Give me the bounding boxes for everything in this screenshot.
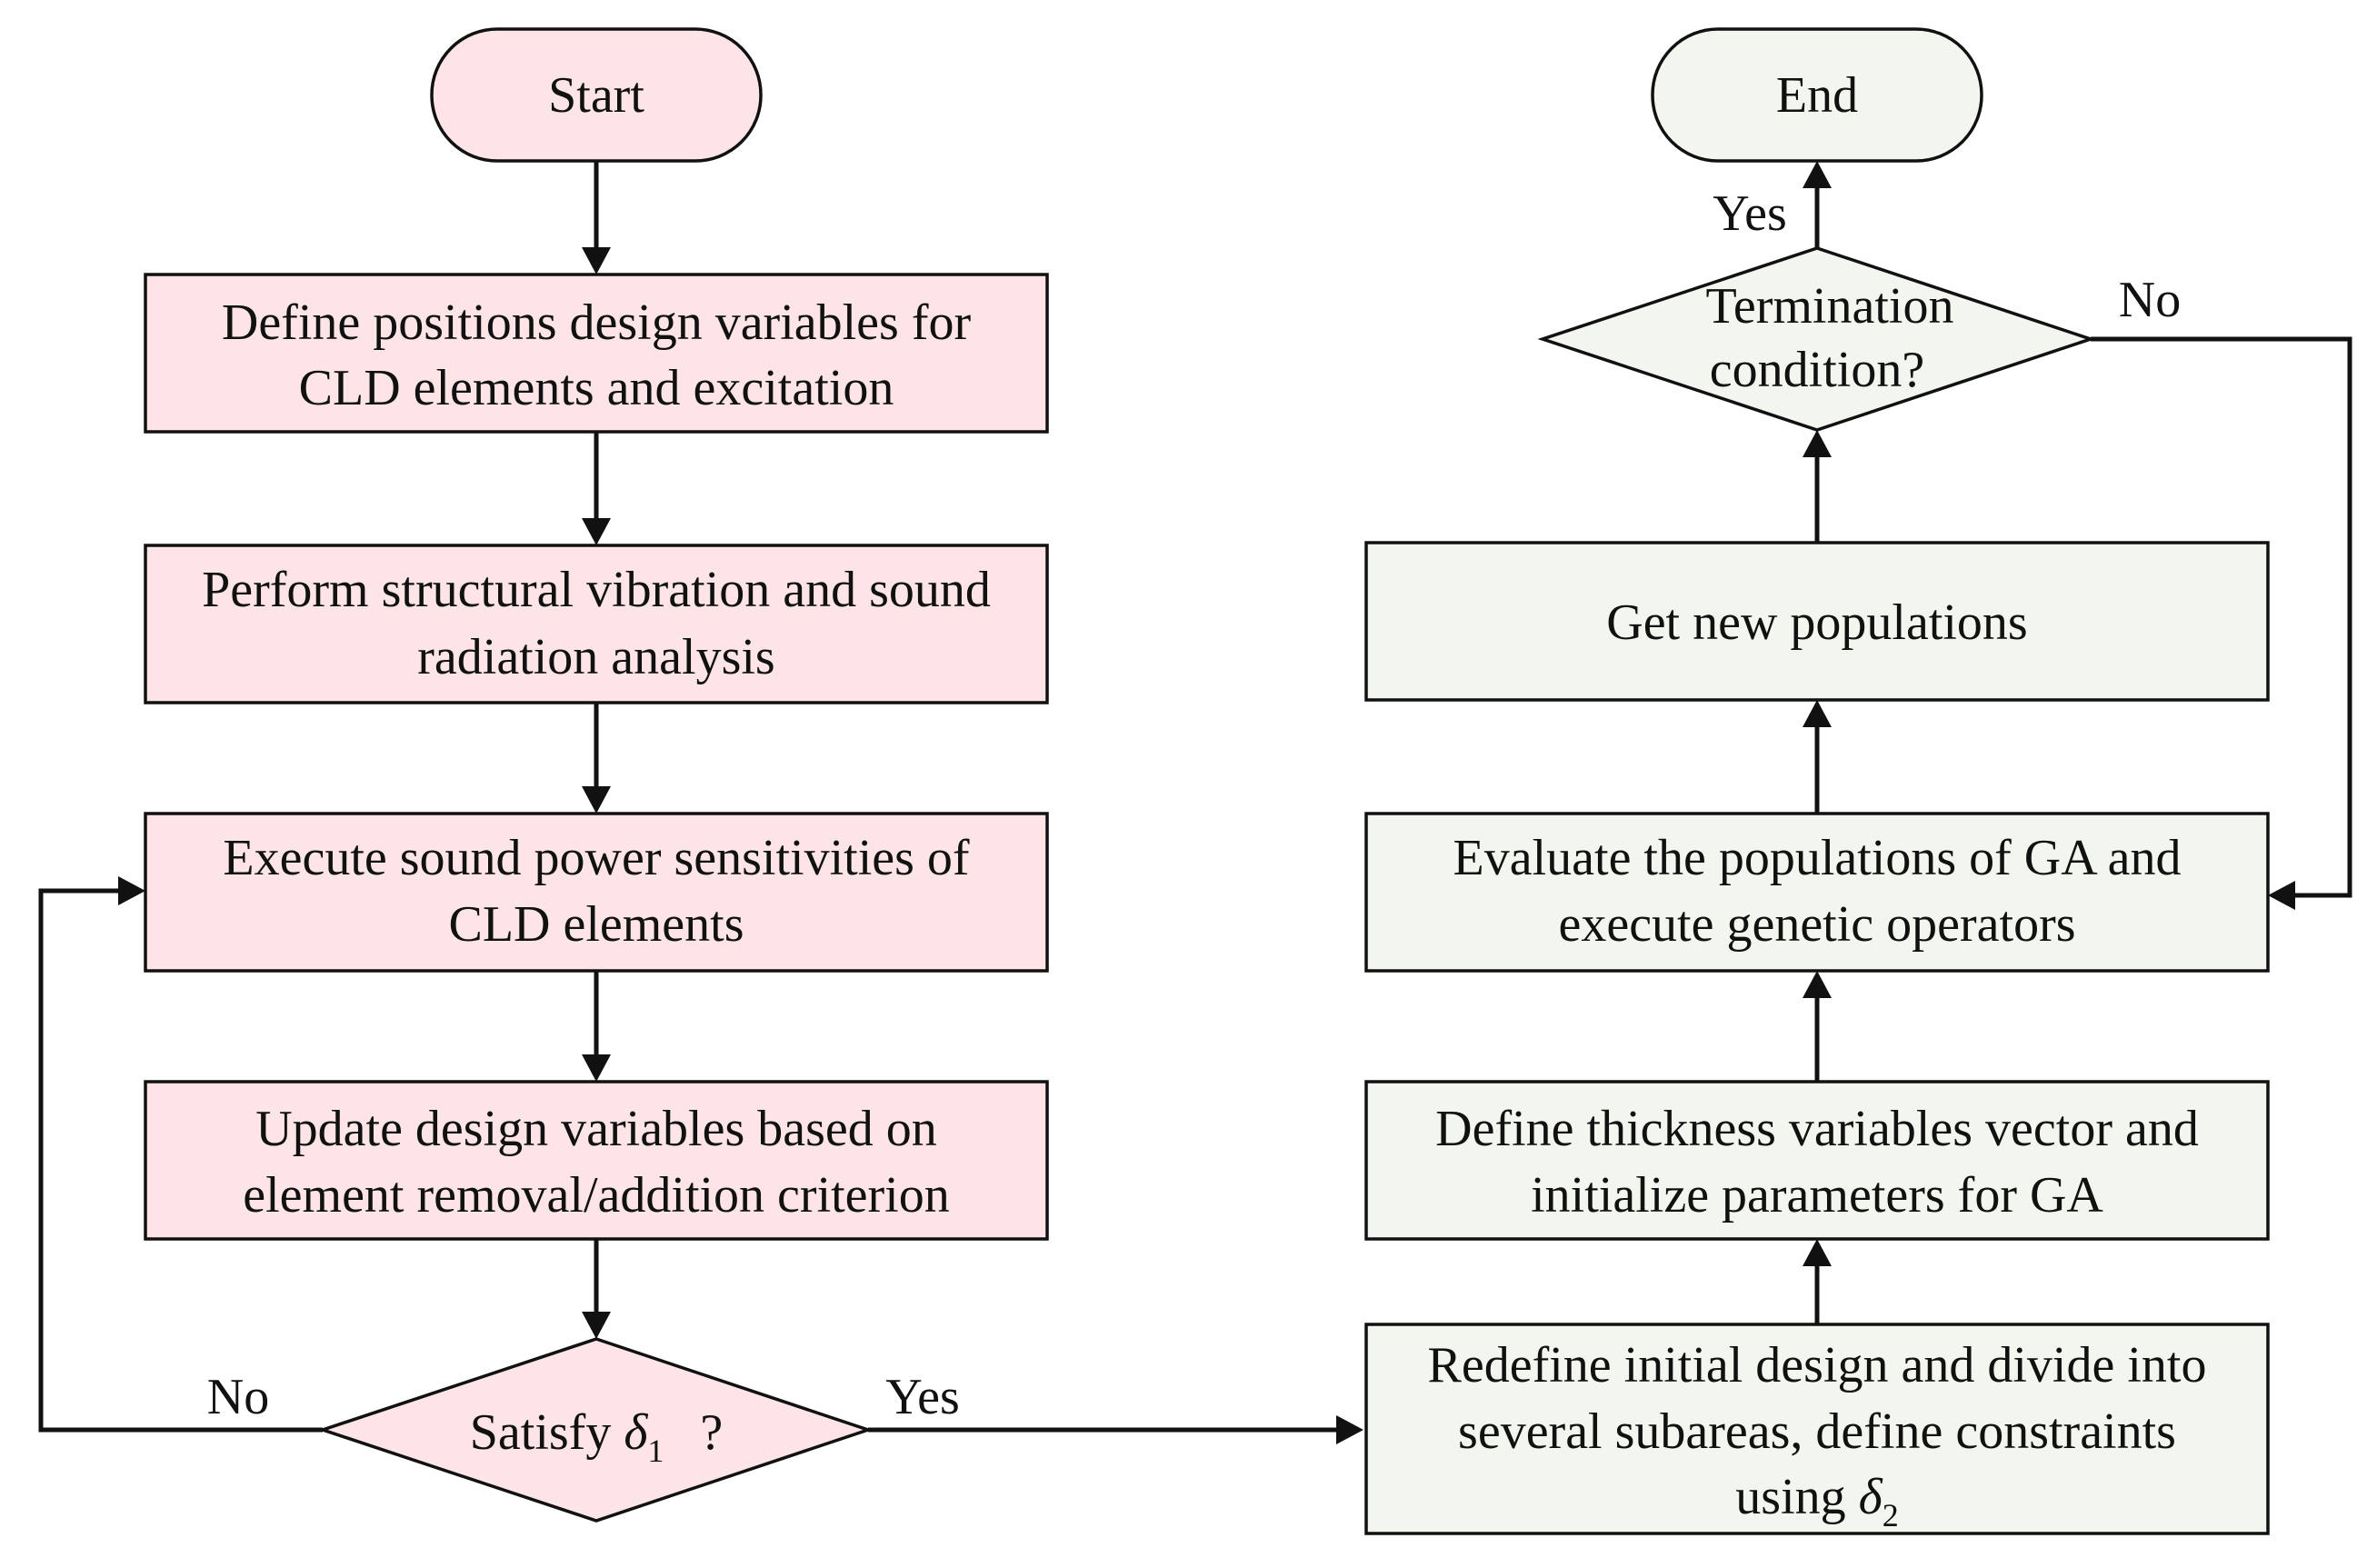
right-connectors [1803, 161, 2352, 1324]
define-positions-shape [144, 273, 1049, 434]
arrowhead [582, 518, 611, 545]
redefine-subscript: 2 [1883, 1497, 1899, 1533]
define-positions-line-2: CLD elements and excitation [299, 360, 894, 416]
define-thickness-line-2: initialize parameters for GA [1531, 1167, 2103, 1223]
execute-sensitivities-box: Execute sound power sensitivities of CLD… [144, 812, 1049, 973]
define-thickness-box: Define thickness variables vector and in… [1364, 1080, 2270, 1241]
update-variables-line-1: Update design variables based on [255, 1101, 937, 1157]
redefine-design-line-3: using δ2 [1735, 1469, 1898, 1533]
end-node: End [1651, 27, 1983, 163]
arrowhead [1803, 700, 1832, 727]
execute-sensitivities-shape [144, 812, 1049, 973]
arrowhead [1803, 971, 1832, 998]
get-new-populations-box: Get new populations [1364, 541, 2270, 702]
left-connectors [38, 161, 1363, 1444]
redefine-design-box: Redefine initial design and divide into … [1364, 1323, 2270, 1535]
arrowhead [1803, 430, 1832, 457]
arrowhead [582, 247, 611, 275]
perform-analysis-line-1: Perform structural vibration and sound [202, 562, 991, 618]
termination-decision: Termination condition? [1537, 246, 2096, 432]
evaluate-populations-line-2: execute genetic operators [1558, 896, 2075, 953]
satisfy-prefix: Satisfy [470, 1404, 624, 1461]
redefine-symbol: δ [1859, 1469, 1883, 1525]
arrowhead [1336, 1415, 1363, 1444]
start-label: Start [548, 67, 644, 124]
satisfy-symbol: δ [624, 1404, 648, 1461]
arrowhead [1803, 161, 1832, 188]
termination-line-2: condition? [1710, 342, 1924, 398]
evaluate-populations-shape [1364, 812, 2270, 973]
define-thickness-shape [1364, 1080, 2270, 1241]
define-thickness-line-1: Define thickness variables vector and [1435, 1101, 2199, 1157]
right-yes-label: Yes [1713, 185, 1786, 242]
termination-line-1: Termination [1706, 278, 1954, 335]
termination-decision-shape [1537, 246, 2096, 432]
satisfy-subscript: 1 [647, 1433, 664, 1469]
left-yes-label: Yes [885, 1369, 959, 1425]
arrowhead [2268, 881, 2295, 910]
arrow-termination-no-loop [2091, 336, 2352, 898]
arrowhead [582, 1054, 611, 1082]
end-label: End [1776, 67, 1858, 124]
get-new-populations-shape [1364, 541, 2270, 702]
update-variables-line-2: element removal/addition criterion [243, 1167, 950, 1223]
start-node: Start [430, 27, 763, 163]
define-positions-line-1: Define positions design variables for [222, 295, 972, 351]
redefine-design-shape [1364, 1323, 2270, 1535]
arrowhead [1803, 1239, 1832, 1266]
arrowhead [582, 1312, 611, 1339]
execute-sensitivities-line-1: Execute sound power sensitivities of [223, 830, 970, 886]
left-no-label: No [207, 1369, 269, 1425]
define-positions-box: Define positions design variables for CL… [144, 273, 1049, 434]
satisfy-suffix: ? [700, 1404, 723, 1461]
arrowhead [582, 786, 611, 814]
redefine-design-line-1: Redefine initial design and divide into [1428, 1337, 2207, 1393]
arrow-no-loop [38, 888, 323, 1433]
satisfy-decision-shape [317, 1337, 874, 1523]
right-no-label: No [2119, 272, 2181, 328]
evaluate-populations-line-1: Evaluate the populations of GA and [1453, 830, 2182, 886]
execute-sensitivities-line-2: CLD elements [448, 896, 744, 953]
redefine-prefix: using [1735, 1469, 1858, 1525]
perform-analysis-line-2: radiation analysis [417, 629, 774, 685]
satisfy-decision-label: Satisfy δ1? [470, 1404, 723, 1469]
get-new-populations-label: Get new populations [1606, 594, 2027, 651]
redefine-design-line-2: several subareas, define constraints [1458, 1403, 2176, 1460]
perform-analysis-box: Perform structural vibration and sound r… [144, 544, 1049, 704]
evaluate-populations-box: Evaluate the populations of GA and execu… [1364, 812, 2270, 973]
arrowhead [118, 876, 145, 905]
satisfy-decision: Satisfy δ1? [317, 1337, 874, 1523]
update-variables-box: Update design variables based on element… [144, 1080, 1049, 1241]
